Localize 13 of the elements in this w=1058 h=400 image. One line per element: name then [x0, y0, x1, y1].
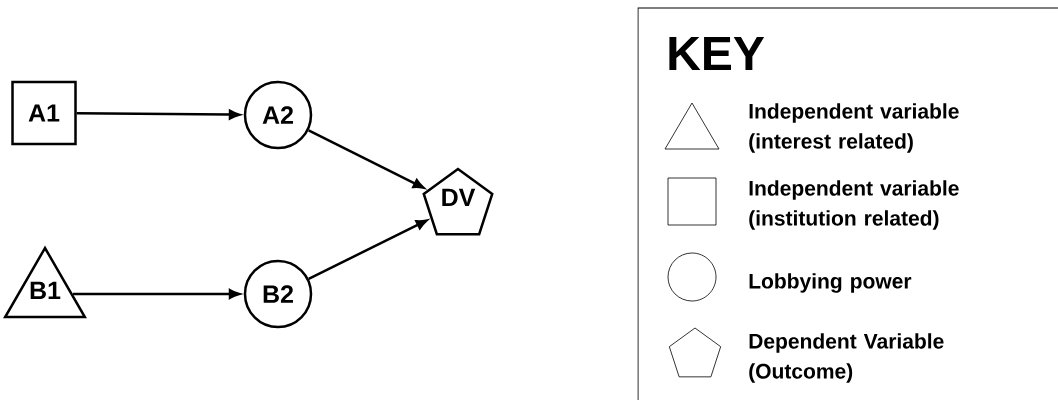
- arrow: [73, 289, 241, 299]
- legend-text: Lobbying power: [749, 273, 912, 293]
- key-heading: KEY: [669, 36, 765, 70]
- circle-node: B2: [243, 259, 313, 329]
- arrow: [308, 219, 428, 280]
- pentagon-node: DV: [422, 167, 494, 236]
- arrow: [308, 129, 425, 189]
- legend-text: Independent variable (institution related): [749, 180, 959, 230]
- legend-text: Independent variable (interest related): [749, 103, 959, 153]
- circle-node: A2: [243, 80, 313, 150]
- arrow: [76, 109, 241, 120]
- square-node: A1: [11, 80, 77, 146]
- legend-text: Dependent Variable (Outcome): [749, 333, 944, 383]
